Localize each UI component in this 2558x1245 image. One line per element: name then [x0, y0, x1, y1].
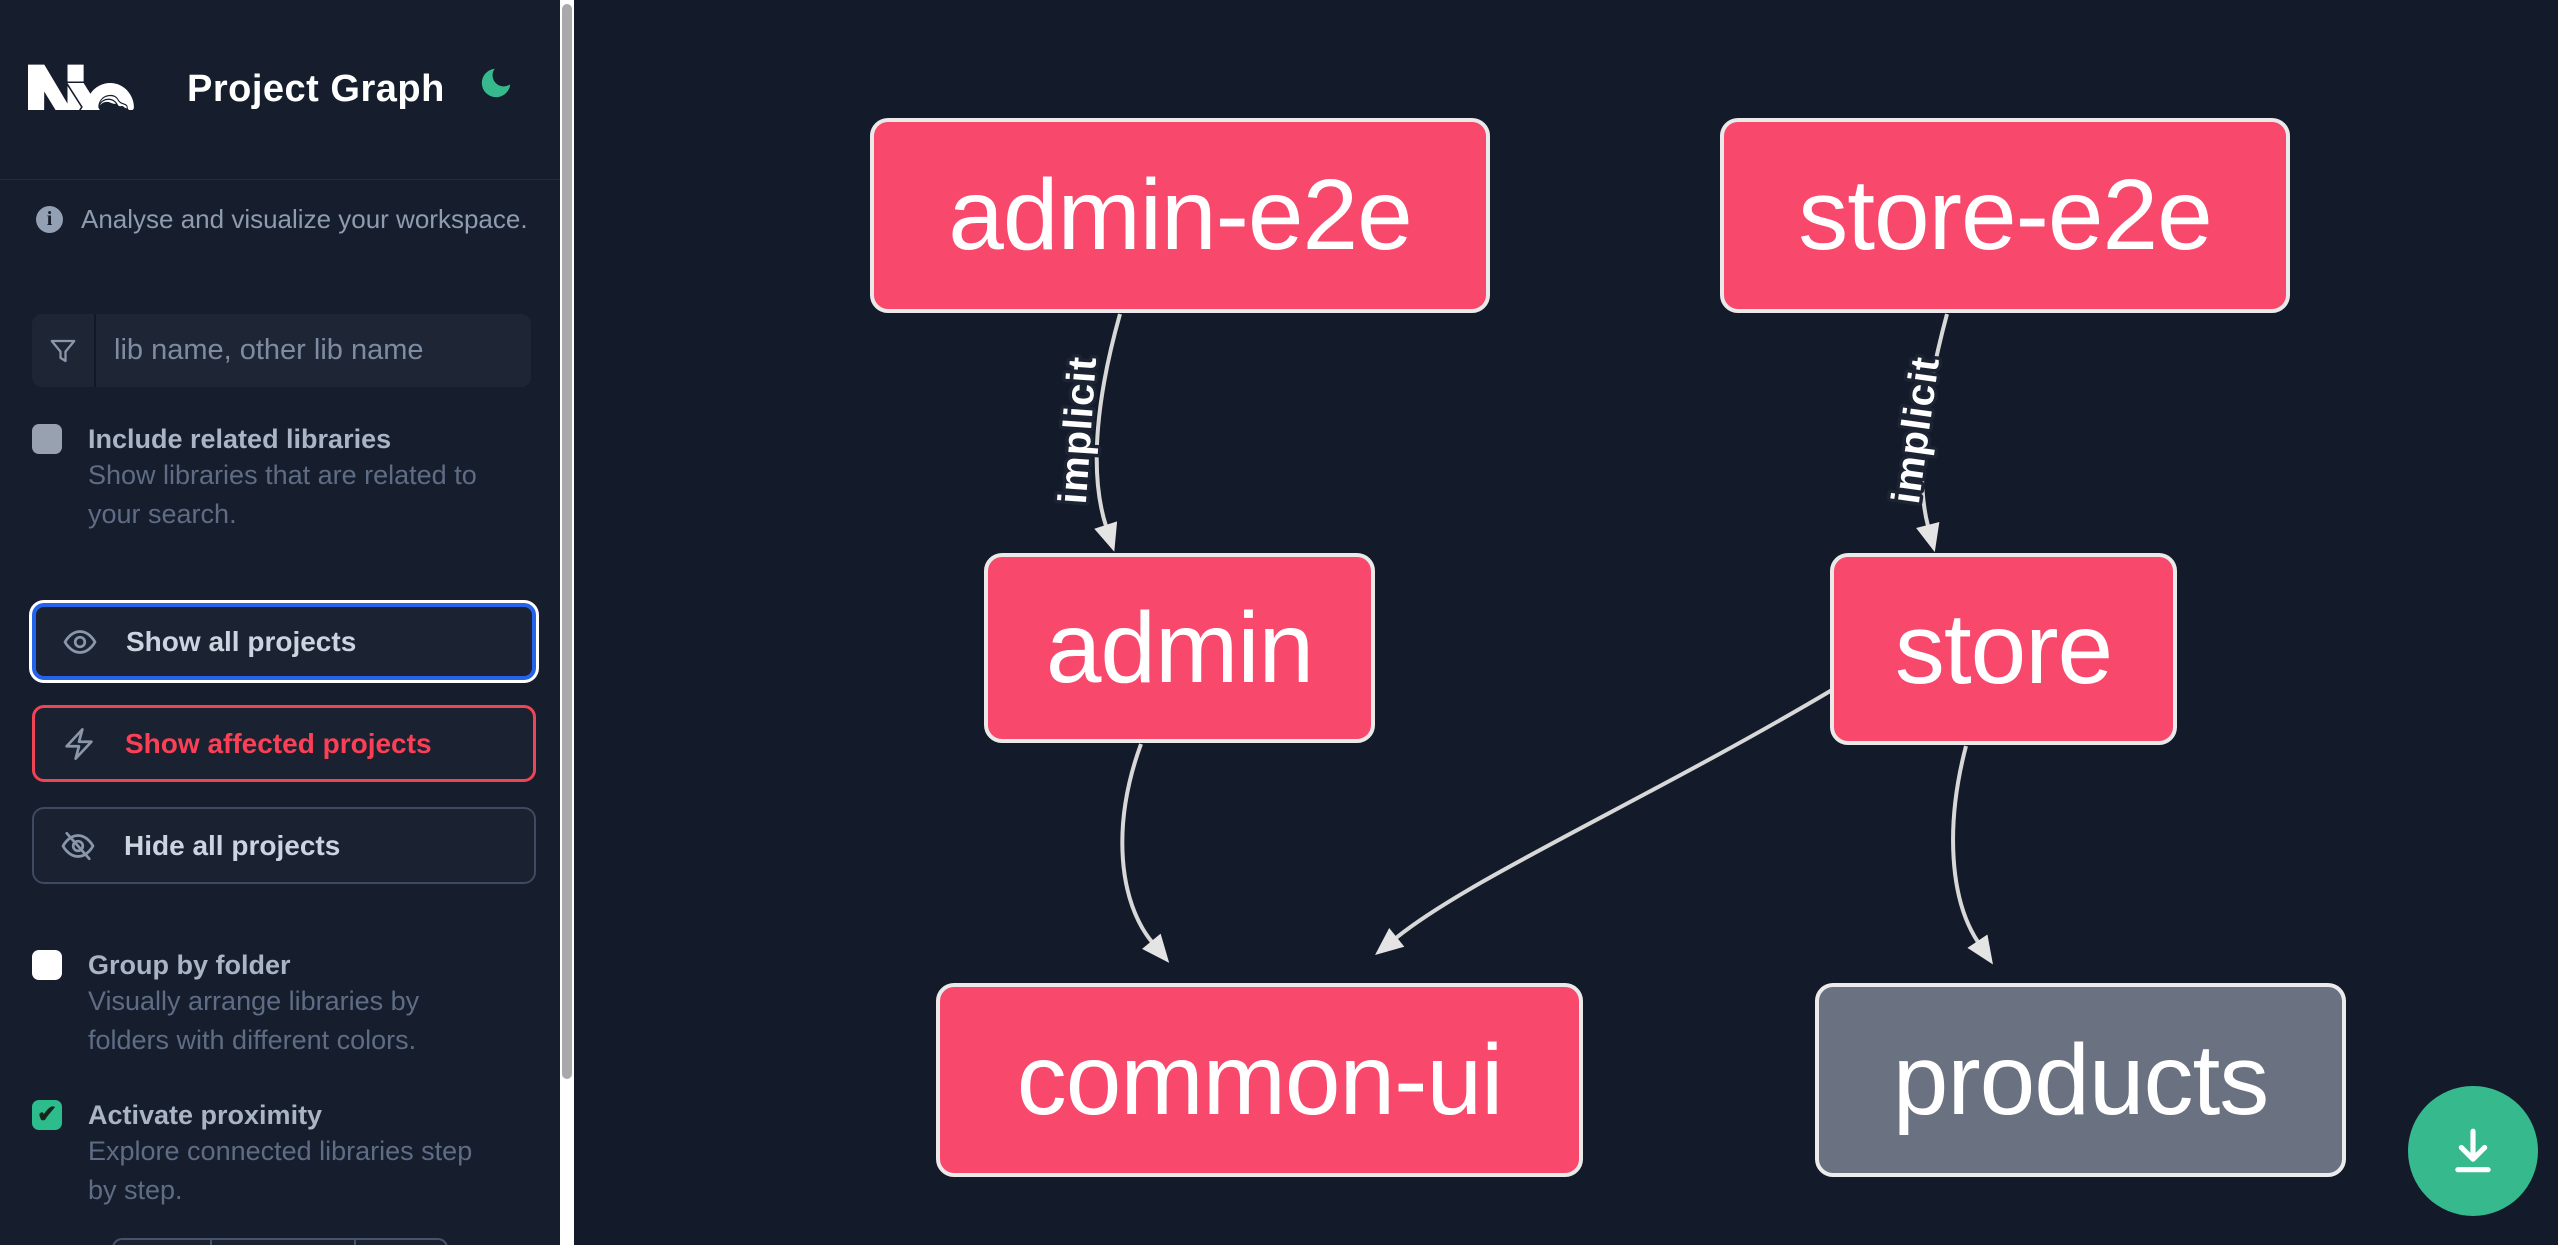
eye-icon: [63, 629, 97, 654]
option-label: Include related libraries: [88, 424, 392, 454]
segment-divider: [210, 1240, 212, 1245]
option-description: Explore connected libraries step by step…: [88, 1136, 473, 1205]
show-all-projects-button[interactable]: Show all projects: [32, 603, 536, 680]
option-label: Activate proximity: [88, 1100, 323, 1130]
checkbox-include-related-libraries[interactable]: [32, 424, 62, 454]
moon-icon: [481, 68, 511, 97]
download-icon: [2455, 1128, 2491, 1173]
filter-icon: [32, 314, 96, 387]
option-group-by-folder: Group by folder Visually arrange librari…: [32, 948, 532, 1060]
tagline-row: i Analyse and visualize your workspace.: [36, 204, 528, 235]
page-title: Project Graph: [187, 68, 445, 110]
tagline-text: Analyse and visualize your workspace.: [81, 204, 528, 234]
header-divider: [0, 179, 560, 180]
option-activate-proximity: Activate proximity Explore connected lib…: [32, 1098, 532, 1210]
sidebar: Project Graph i Analyse and visualize yo…: [0, 0, 560, 1245]
edge-admin-e2e-to-admin: [1094, 313, 1122, 552]
checkbox-group-by-folder[interactable]: [32, 950, 62, 980]
eye-off-icon: [61, 831, 95, 860]
show-affected-projects-button[interactable]: Show affected projects: [32, 705, 536, 782]
segment-divider: [354, 1240, 356, 1245]
button-label: Show affected projects: [125, 727, 432, 759]
theme-toggle-button[interactable]: [474, 62, 518, 106]
checkbox-activate-proximity[interactable]: [32, 1100, 62, 1130]
segmented-control-partial[interactable]: [112, 1238, 448, 1245]
search-input[interactable]: [96, 314, 531, 387]
nx-logo: [28, 56, 134, 118]
nx-logo-icon: [28, 64, 134, 110]
edge-label-store-e2e: implicit: [1884, 354, 1948, 507]
scrollbar-thumb[interactable]: [562, 4, 572, 1079]
bolt-icon: [65, 727, 93, 760]
graph-node-products[interactable]: products: [1815, 983, 2346, 1177]
button-label: Show all projects: [126, 625, 357, 657]
search-box: [32, 314, 531, 387]
edge-store-to-products: [1951, 745, 1993, 965]
button-label: Hide all projects: [124, 829, 341, 861]
edge-label-admin-e2e: implicit: [1051, 355, 1105, 506]
option-label: Group by folder: [88, 950, 291, 980]
graph-node-store-e2e[interactable]: store-e2e: [1720, 118, 2290, 313]
info-icon: i: [36, 206, 63, 233]
graph-node-common-ui[interactable]: common-ui: [936, 983, 1583, 1177]
graph-node-admin[interactable]: admin: [984, 553, 1375, 743]
graph-node-admin-e2e[interactable]: admin-e2e: [870, 118, 1490, 313]
hide-all-projects-button[interactable]: Hide all projects: [32, 807, 536, 884]
edge-store-e2e-to-store: [1916, 313, 1949, 553]
edge-admin-to-common-ui: [1120, 743, 1170, 963]
option-include-related-libraries: Include related libraries Show libraries…: [32, 422, 532, 534]
graph-node-store[interactable]: store: [1830, 553, 2177, 745]
sidebar-scrollbar[interactable]: [560, 0, 574, 1245]
option-description: Show libraries that are related to your …: [88, 460, 477, 529]
download-image-button[interactable]: [2408, 1086, 2538, 1216]
edge-store-to-common-ui: [1375, 688, 1834, 955]
option-description: Visually arrange libraries by folders wi…: [88, 986, 420, 1055]
